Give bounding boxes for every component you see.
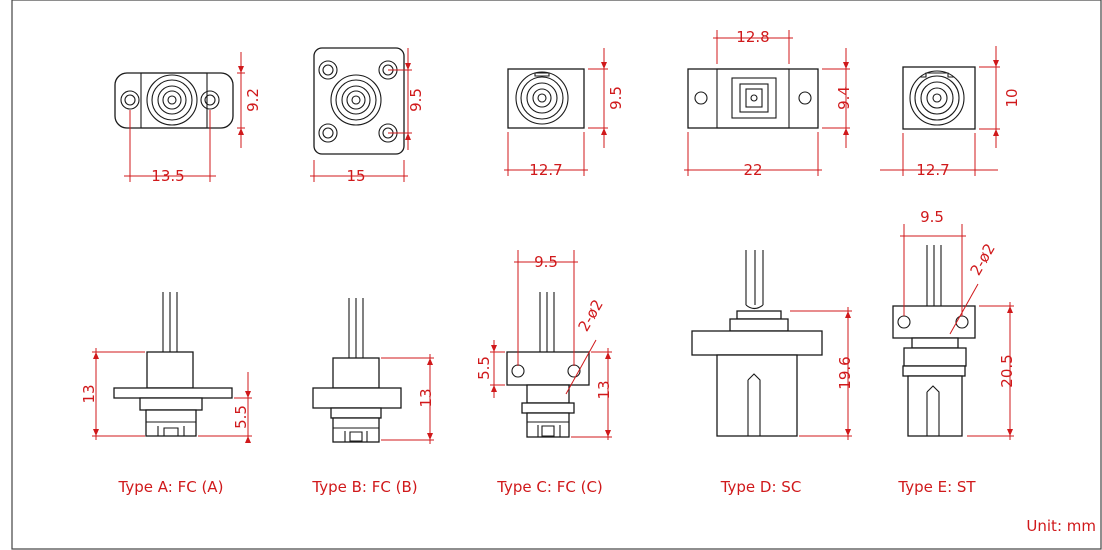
type-a-side-height: 13 — [80, 384, 98, 403]
type-b-side-view — [312, 298, 434, 444]
type-c-front-view — [504, 48, 608, 176]
type-c-side-upper-height: 5.5 — [475, 356, 493, 380]
type-d-front-view — [684, 30, 850, 176]
type-e-hole-callout: 2-ø2 — [966, 240, 998, 278]
type-e-caption: Type E: ST — [897, 478, 976, 496]
type-d-side-view — [691, 250, 852, 440]
unit-label: Unit: mm — [1026, 517, 1096, 535]
type-a-caption: Type A: FC (A) — [118, 478, 224, 496]
type-c-front-height: 9.5 — [607, 86, 625, 110]
type-b-front-height: 9.5 — [407, 88, 425, 112]
type-e-front-height: 10 — [1003, 88, 1021, 107]
type-d-side-height: 19.6 — [836, 356, 854, 389]
type-d-front-height: 9.4 — [835, 86, 853, 110]
type-c-caption: Type C: FC (C) — [496, 478, 603, 496]
type-e-side-height: 20.5 — [998, 354, 1016, 387]
type-d-caption: Type D: SC — [720, 478, 802, 496]
type-e-front-view — [880, 46, 1000, 176]
type-a-front-height: 9.2 — [244, 88, 262, 112]
type-e-side-width: 9.5 — [920, 208, 944, 226]
type-d-front-width: 22 — [743, 161, 762, 179]
type-b-side-height: 13 — [417, 388, 435, 407]
type-c-front-width: 12.7 — [529, 161, 562, 179]
type-b-front-view — [310, 47, 412, 182]
type-c-hole-callout: 2-ø2 — [574, 296, 606, 334]
type-a-front-width: 13.5 — [151, 167, 184, 185]
type-a-side-view — [92, 292, 252, 443]
type-e-front-width: 12.7 — [916, 161, 949, 179]
drawing-frame — [11, 0, 1102, 550]
type-e-side-view — [892, 224, 1014, 440]
type-b-front-width: 15 — [346, 167, 365, 185]
type-d-front-inner-width: 12.8 — [736, 28, 769, 46]
type-b-caption: Type B: FC (B) — [311, 478, 417, 496]
type-a-side-flange-height: 5.5 — [232, 405, 250, 429]
type-c-side-width: 9.5 — [534, 253, 558, 271]
type-c-side-view — [490, 250, 612, 440]
type-c-side-height: 13 — [595, 380, 613, 399]
type-a-front-view — [114, 52, 245, 182]
